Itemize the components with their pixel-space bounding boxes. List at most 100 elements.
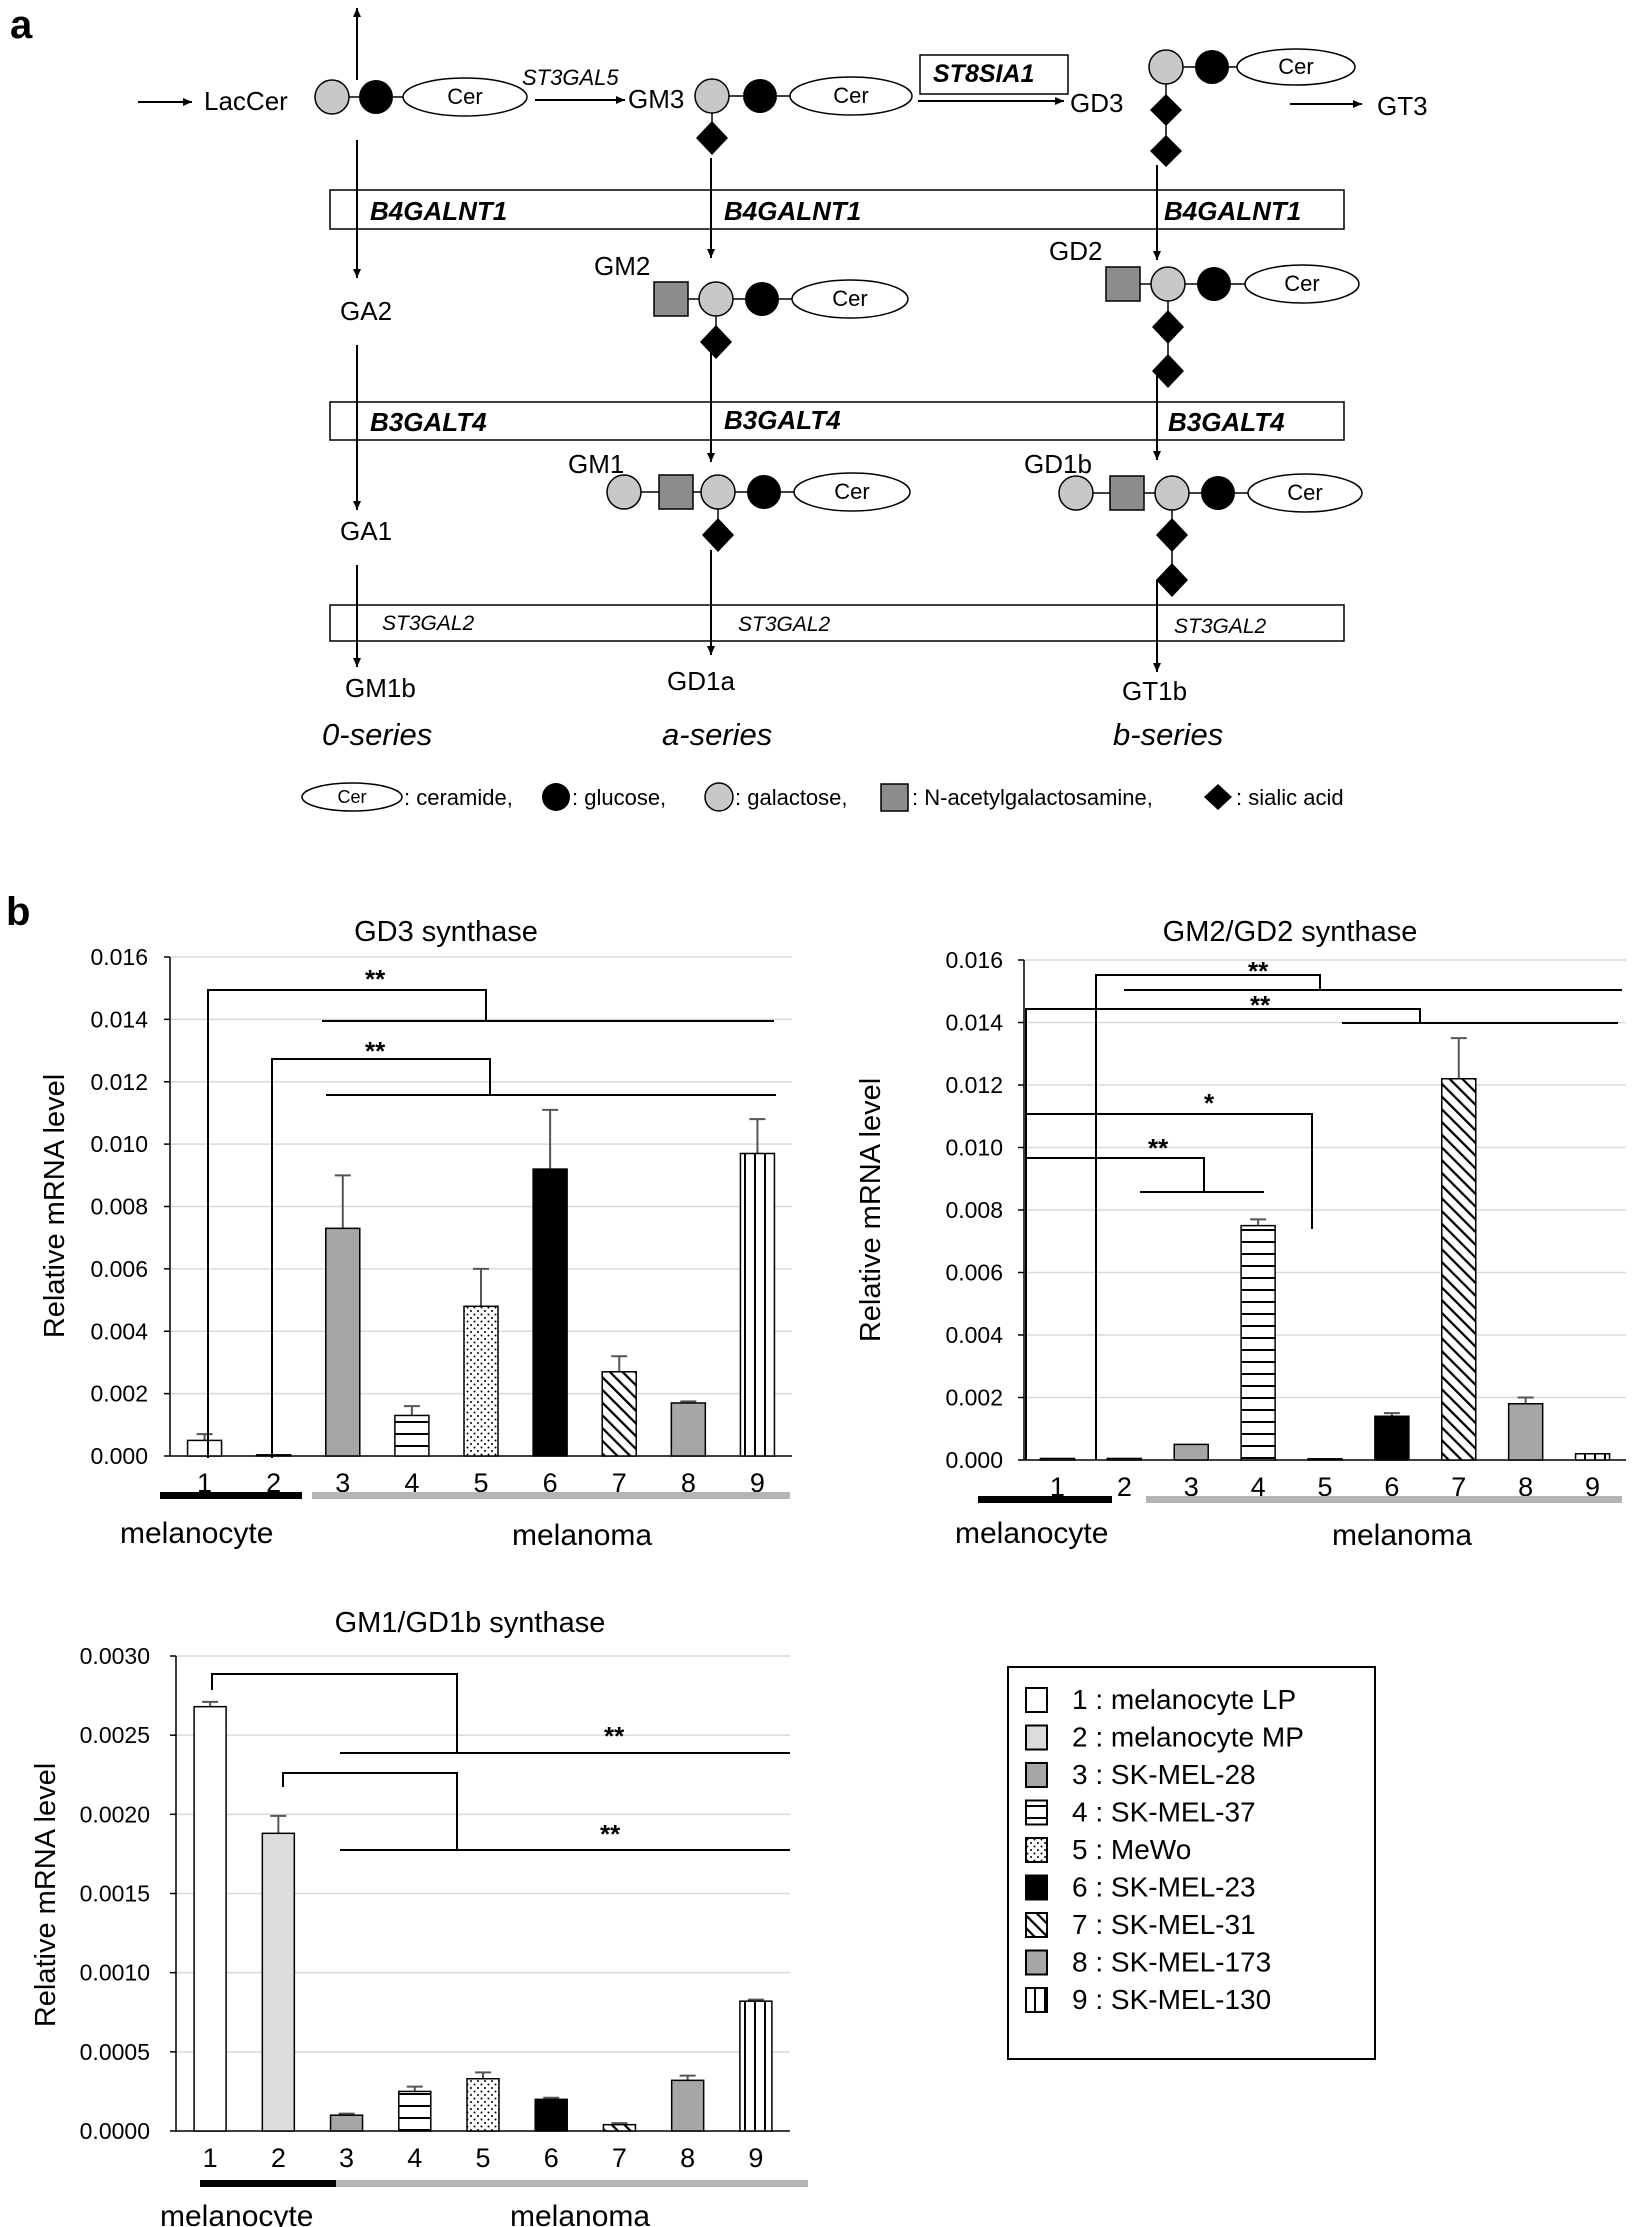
chart-title: GD3 synthase [354,916,538,948]
ganglioside-gt1b: GT1b [1122,676,1187,706]
ganglioside-gd2: GD2 [1049,236,1102,266]
cer-label: Cer [1284,271,1319,296]
x-tick-label: 3 [339,2143,354,2173]
ganglioside-gm1b: GM1b [345,673,416,703]
ganglioside-gm2: GM2 [594,251,650,281]
sig-star: ** [1248,956,1269,986]
y-tick-label: 0.012 [90,1069,148,1095]
y-tick-label: 0.0015 [80,1881,150,1907]
chart-title: GM1/GD1b synthase [335,1607,606,1639]
bar-5 [466,2078,500,2132]
legend-galnac-text: : N-acetylgalactosamine, [912,785,1153,810]
y-tick-label: 0.008 [90,1194,148,1220]
significance-brackets [207,974,1622,1851]
legend-swatch [1025,1874,1048,1901]
y-tick-label: 0.0000 [80,2118,150,2144]
sialic-acid-symbol [1204,784,1232,810]
bar-1 [186,1439,223,1457]
ganglioside-gm1: GM1 [568,449,624,479]
cer-label: Cer [1278,54,1313,79]
glycan-gd2: Cer [1105,264,1360,388]
x-tick-label: 6 [1384,1472,1399,1502]
enzyme-st3gal2-label: ST3GAL2 [1174,615,1267,638]
melanoma-group-bar [336,2180,808,2187]
glycan-gm2: Cer [653,279,909,359]
y-tick-label: 0.006 [90,1256,148,1282]
enzyme-b3galt4-label: B3GALT4 [1168,407,1285,437]
cer-label: Cer [447,84,482,109]
cell-line-legend: 1 : melanocyte LP2 : melanocyte MP3 : SK… [1007,1666,1376,2060]
melanocyte-label: melanocyte [160,2200,313,2227]
legend-swatch [1025,1724,1048,1751]
glycan-gd1b: Cer [1058,473,1363,597]
x-tick-label: 7 [612,2143,627,2173]
series-label: b-series [1113,717,1223,752]
pathway-legend: Cer : ceramide, : glucose, : galactose, … [301,782,1344,812]
legend-swatch [1025,1799,1048,1826]
bar-7 [1441,1078,1477,1461]
bar-3 [329,2114,364,2132]
ceramide-symbol [301,782,403,812]
glycan-gm3: Cer [694,76,913,155]
x-tick-label: 9 [1585,1472,1600,1502]
glycan-laccer: Cer [314,77,528,117]
ganglioside-gt3: GT3 [1377,91,1428,121]
sig-star: ** [365,1036,386,1066]
group-labels: melanocyte melanoma melanocyte melanoma … [120,1492,1622,2227]
chart-title: GM2/GD2 synthase [1163,916,1418,948]
x-tick-label: 9 [750,1468,765,1498]
panel-b-label: b [6,890,30,934]
melanoma-group-bar [312,1492,790,1499]
y-tick-label: 0.004 [945,1322,1003,1348]
ganglioside-ga2: GA2 [340,296,392,326]
y-tick-label: 0.016 [90,944,148,970]
x-tick-label: 5 [1317,1472,1332,1502]
bar-9 [1574,1453,1611,1461]
x-tick-label: 5 [475,2143,490,2173]
enzyme-bar-b3galt4 [329,401,1345,441]
bar-8 [670,2079,705,2132]
x-tick-label: 1 [1050,1472,1065,1502]
y-tick-label: 0.014 [90,1006,148,1032]
ganglioside-gd1b: GD1b [1024,449,1092,479]
significance-stars: ** ** ** ** * ** ** ** [365,956,1271,1849]
x-tick-label: 4 [404,1468,419,1498]
x-tick-label: 1 [203,2143,218,2173]
pathway-diagram: a B4GALNT1 B4GALNT1 B4GALNT1 B3GALT4 B3G… [10,3,1428,812]
enzyme-b3galt4-label: B3GALT4 [370,407,487,437]
bar-8 [1507,1403,1544,1461]
legend-glucose-text: : glucose, [572,785,666,810]
y-tick-label: 0.014 [945,1010,1003,1036]
glycan-gm1: Cer [606,472,911,552]
glucose-symbol [542,783,570,811]
melanocyte-group-bar [160,1492,302,1499]
ganglioside-gd1a: GD1a [667,666,735,696]
galnac-symbol [880,783,909,812]
bar-6 [1374,1415,1410,1461]
series-label: a-series [662,717,772,752]
melanoma-label: melanoma [512,1519,652,1552]
bar-4 [398,2090,432,2132]
y-axis-label: Relative mRNA level [39,1074,71,1338]
legend-label: 8 : SK-MEL-173 [1072,1947,1271,1978]
bar-4 [1240,1224,1276,1461]
legend-sialic-text: : sialic acid [1236,785,1344,810]
x-tick-label: 8 [680,2143,695,2173]
melanoma-label: melanoma [1332,1519,1472,1552]
bar-5 [463,1305,499,1457]
enzyme-bar-b4galnt1 [329,189,1345,230]
bar-4 [394,1414,430,1457]
legend-swatch [1025,1837,1048,1863]
enzyme-st3gal5-label: ST3GAL5 [522,65,619,90]
x-tick-label: 8 [681,1468,696,1498]
sig-star: ** [604,1721,625,1751]
legend-label: 4 : SK-MEL-37 [1072,1797,1256,1828]
y-tick-label: 0.0005 [80,2039,150,2065]
sig-star: ** [365,964,386,994]
x-tick-label: 6 [543,1468,558,1498]
x-tick-label: 3 [1184,1472,1199,1502]
x-tick-label: 3 [335,1468,350,1498]
bar-8 [670,1402,707,1457]
legend-label: 7 : SK-MEL-31 [1072,1909,1256,1940]
